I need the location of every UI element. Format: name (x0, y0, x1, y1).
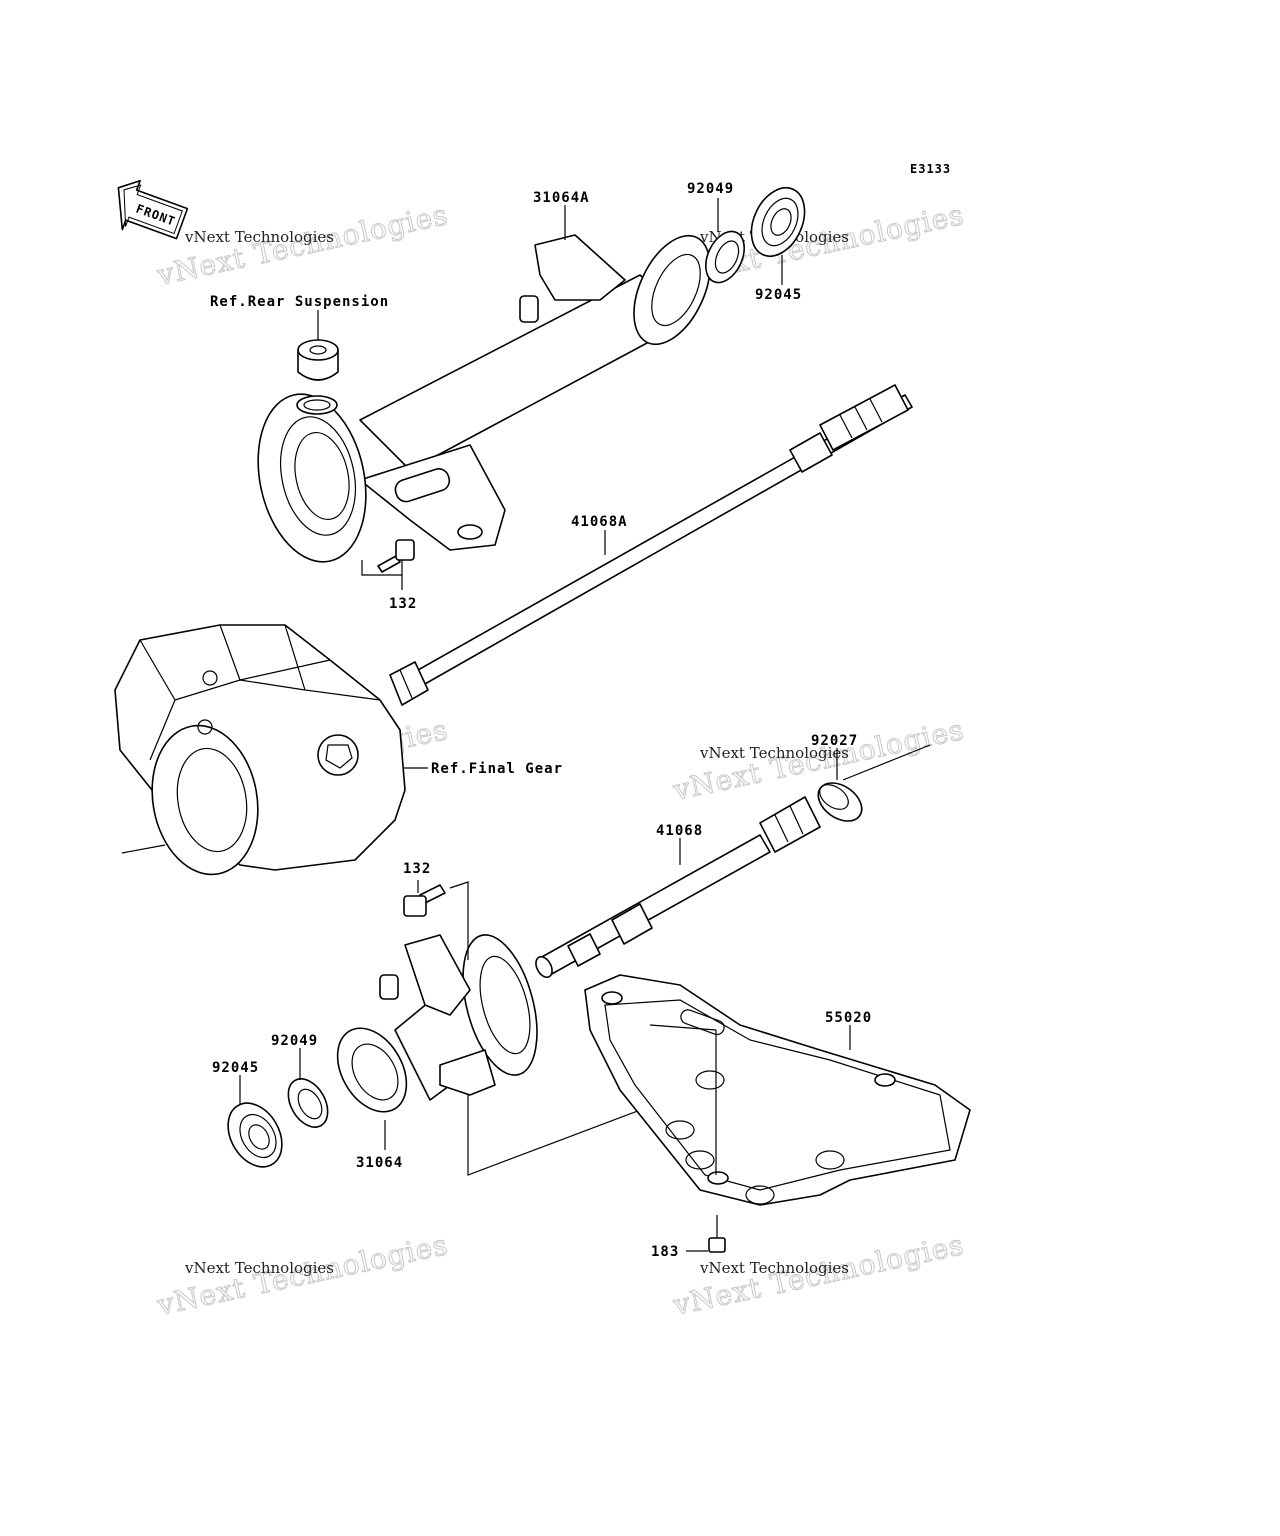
label-55020: 55020 (825, 1010, 872, 1026)
bolt-132-top (377, 539, 415, 573)
label-92049-bottom: 92049 (271, 1033, 318, 1049)
axle-housing-31064a (257, 234, 711, 563)
rubber-bushing (297, 339, 339, 381)
front-arrow-icon: FRONT (117, 179, 189, 240)
label-41068: 41068 (656, 823, 703, 839)
watermark-small-5: vNext Technologies (184, 1259, 334, 1277)
axle-shaft-41068 (535, 796, 821, 979)
watermark-small-4: vNext Technologies (699, 744, 849, 762)
label-92045-top: 92045 (755, 287, 802, 303)
label-31064: 31064 (356, 1155, 403, 1171)
label-ref-final-gear: Ref.Final Gear (431, 761, 563, 777)
label-92049-top: 92049 (687, 181, 734, 197)
bolt-132-bottom (403, 884, 446, 917)
bolt-183 (708, 1215, 726, 1253)
label-41068a: 41068A (571, 514, 628, 530)
bearing-92045-top (750, 187, 806, 257)
label-31064a: 31064A (533, 190, 590, 206)
final-gear-case (114, 624, 406, 876)
label-ref-rear-suspension: Ref.Rear Suspension (210, 294, 389, 310)
collar-92027 (817, 782, 863, 822)
axle-shaft-41068a (389, 384, 913, 706)
oil-seal-92049-bottom (287, 1078, 329, 1128)
axle-housing-31064 (336, 934, 538, 1113)
oil-seal-92049-top (705, 230, 745, 284)
diagram-code: E3133 (910, 162, 951, 176)
label-183: 183 (651, 1244, 679, 1260)
label-132-bottom: 132 (403, 861, 431, 877)
label-132-top: 132 (389, 596, 417, 612)
guard-55020 (584, 974, 971, 1206)
bearing-92045-bottom (227, 1102, 283, 1168)
label-92045-bottom: 92045 (212, 1060, 259, 1076)
watermark-small-6: vNext Technologies (699, 1259, 849, 1277)
watermark-small-1: vNext Technologies (184, 228, 334, 246)
label-92027: 92027 (811, 733, 858, 749)
